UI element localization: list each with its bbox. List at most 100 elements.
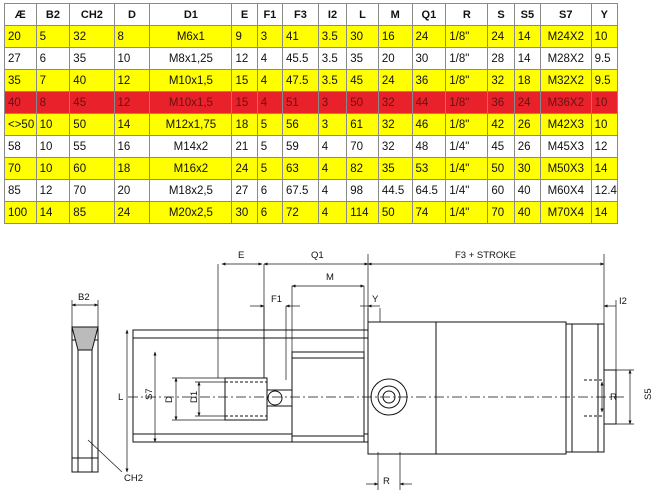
table-cell: 50 xyxy=(377,201,413,224)
table-cell: 1/8" xyxy=(445,47,489,70)
table-cell: 26 xyxy=(513,135,542,158)
table-cell: 32 xyxy=(69,25,115,48)
table-cell: M10x1,5 xyxy=(149,69,233,92)
table-cell: 46 xyxy=(411,113,447,136)
table-cell: 20 xyxy=(377,47,413,70)
table-cell: 30 xyxy=(231,201,258,224)
table-cell: 4 xyxy=(317,201,348,224)
table-cell: 50 xyxy=(69,113,115,136)
label-d1: D1 xyxy=(189,391,200,403)
table-cell: 27 xyxy=(4,47,37,70)
table-cell: 40 xyxy=(4,91,37,114)
table-cell: 4 xyxy=(256,91,284,114)
table-cell: 15 xyxy=(231,91,258,114)
table-cell: <>50 xyxy=(4,113,37,136)
table-cell: 44 xyxy=(411,91,447,114)
table-cell: 58 xyxy=(4,135,37,158)
label-f3-stroke: F3 + STROKE xyxy=(455,250,516,261)
table-cell: 24 xyxy=(487,25,515,48)
table-cell: 70 xyxy=(69,179,115,202)
column-header: S7 xyxy=(540,3,592,26)
column-header: M xyxy=(377,3,413,26)
table-cell: 27 xyxy=(231,179,258,202)
table-cell: 9 xyxy=(231,25,258,48)
column-header: Æ xyxy=(4,3,37,26)
table-cell: 24 xyxy=(411,25,447,48)
table-cell: 55 xyxy=(69,135,115,158)
table-cell: 45 xyxy=(346,69,379,92)
table-cell: 45.5 xyxy=(282,47,319,70)
table-cell: 10 xyxy=(590,91,619,114)
table-cell: 4 xyxy=(317,179,348,202)
table-cell: 20 xyxy=(113,179,151,202)
table-cell: 3 xyxy=(256,25,284,48)
table-cell: 6 xyxy=(35,47,71,70)
table-cell: M20x2,5 xyxy=(149,201,233,224)
label-f1: F1 xyxy=(271,294,282,305)
table-cell: 30 xyxy=(411,47,447,70)
table-cell: M32X2 xyxy=(540,69,592,92)
table-cell: 70 xyxy=(4,157,37,180)
table-cell: 50 xyxy=(487,157,515,180)
table-cell: 10 xyxy=(113,47,151,70)
table-cell: 35 xyxy=(69,47,115,70)
table-cell: 41 xyxy=(282,25,319,48)
table-cell: 85 xyxy=(4,179,37,202)
label-s7: S7 xyxy=(144,388,155,400)
column-header: Q1 xyxy=(411,3,447,26)
table-cell: M16x2 xyxy=(149,157,233,180)
table-cell: M18x2,5 xyxy=(149,179,233,202)
table-cell: 26 xyxy=(513,113,542,136)
table-cell: 44.5 xyxy=(377,179,413,202)
table-cell: 12.4 xyxy=(590,179,619,202)
label-e: E xyxy=(238,250,244,261)
table-cell: M10x1,5 xyxy=(149,91,233,114)
table-cell: 32 xyxy=(487,69,515,92)
hex-nut xyxy=(71,326,99,473)
column-header: CH2 xyxy=(69,3,115,26)
table-cell: 3 xyxy=(317,113,348,136)
column-header: Y xyxy=(590,3,619,26)
table-cell: 3.5 xyxy=(317,25,348,48)
table-cell: 1/4" xyxy=(445,135,489,158)
table-cell: 12 xyxy=(113,69,151,92)
table-cell: 28 xyxy=(487,47,515,70)
column-header: F1 xyxy=(256,3,284,26)
cylinder-body xyxy=(367,321,617,455)
table-cell: 42 xyxy=(487,113,515,136)
table-cell: 45 xyxy=(69,91,115,114)
table-cell: 7 xyxy=(35,69,71,92)
table-cell: 14 xyxy=(590,201,619,224)
table-cell: 36 xyxy=(487,91,515,114)
table-cell: 70 xyxy=(487,201,515,224)
table-cell: 3.5 xyxy=(317,69,348,92)
table-cell: 4 xyxy=(256,69,284,92)
table-cell: 40 xyxy=(513,179,542,202)
table-cell: M6x1 xyxy=(149,25,233,48)
table-cell: M45X3 xyxy=(540,135,592,158)
drawing-labels: E Q1 F3 + STROKE M B2 F1 Y I2 L S7 D D1 … xyxy=(78,250,654,487)
piston-rod xyxy=(224,377,292,421)
table-cell: 67.5 xyxy=(282,179,319,202)
table-cell: 45 xyxy=(487,135,515,158)
table-cell: 53 xyxy=(411,157,447,180)
table-cell: 70 xyxy=(346,135,379,158)
table-cell: 30 xyxy=(346,25,379,48)
table-cell: 74 xyxy=(411,201,447,224)
label-ch2: CH2 xyxy=(124,473,143,484)
label-r-bottom: R xyxy=(383,476,390,487)
table-cell: 60 xyxy=(487,179,515,202)
table-cell: 1/8" xyxy=(445,91,489,114)
table-cell: 12 xyxy=(35,179,71,202)
table-cell: 9.5 xyxy=(590,69,619,92)
table-cell: 18 xyxy=(231,113,258,136)
table-cell: 82 xyxy=(346,157,379,180)
table-cell: 35 xyxy=(4,69,37,92)
table-cell: 1/4" xyxy=(445,201,489,224)
table-cell: 32 xyxy=(377,113,413,136)
